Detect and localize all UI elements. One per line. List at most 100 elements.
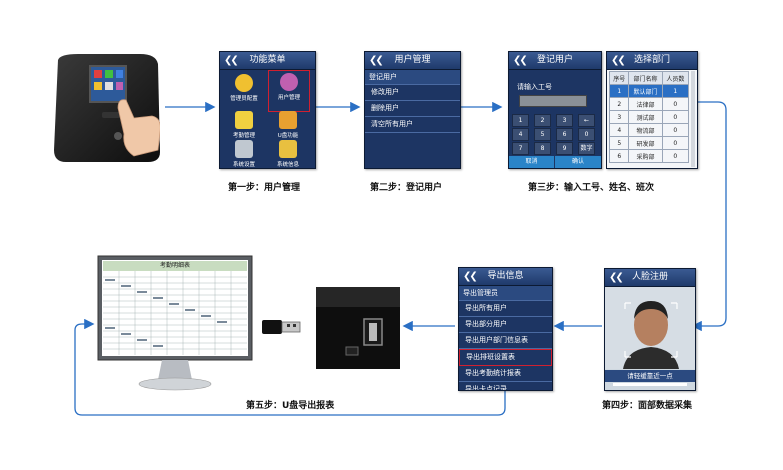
keypad-key[interactable]: 数字 <box>578 142 595 155</box>
table-cell: 0 <box>661 97 690 111</box>
step5-caption: 第五步：U盘导出报表 <box>246 401 335 411</box>
dept-header-no: 序号 <box>608 71 630 85</box>
arrow-dept-step4 <box>691 101 727 332</box>
keypad-key[interactable]: ← <box>578 114 595 127</box>
export-card-records-item[interactable]: 导出卡点记录 <box>459 382 552 390</box>
department-table-header: 序号 部门名称 人员数 <box>608 71 690 85</box>
department-scrollbar[interactable] <box>691 71 695 167</box>
keypad-key[interactable]: 7 <box>512 142 529 155</box>
table-cell: 默认部门 <box>628 84 663 98</box>
keypad-key[interactable]: 5 <box>534 128 551 141</box>
menu-icon-sysinfo[interactable]: 系统信息 <box>268 138 308 168</box>
menu-icon-attendance-label: 考勤管理 <box>232 133 255 139</box>
arrow-loop <box>74 318 506 416</box>
dept-header-count: 人员数 <box>661 71 690 85</box>
step2-caption: 第二步：登记用户 <box>370 183 443 193</box>
table-cell: 1 <box>661 84 690 98</box>
menu-icon-attendance[interactable]: 考勤管理 <box>224 109 264 149</box>
users-icon <box>280 73 298 91</box>
face-photo <box>605 287 695 369</box>
table-cell: 0 <box>661 123 690 137</box>
menu-icon-usb-label: U盘功能 <box>277 133 299 139</box>
table-cell: 研发部 <box>628 136 663 150</box>
export-titlebar: ❮❮ 导出信息 <box>459 268 552 286</box>
keypad-key[interactable]: 9 <box>556 142 573 155</box>
step4-caption: 第四步：面部数据采集 <box>602 401 693 411</box>
keypad-key[interactable]: 2 <box>534 114 551 127</box>
register-user-item[interactable]: 登记用户 <box>365 70 460 85</box>
export-admin-head[interactable]: 导出管理员 <box>459 286 552 301</box>
export-all-users-item[interactable]: 导出所有用户 <box>459 301 552 317</box>
menu-icon-settings-label: 系统设置 <box>232 162 255 168</box>
report-window: 考勤明细表 <box>103 261 247 355</box>
table-cell: 采购部 <box>628 149 663 163</box>
menu-icon-settings[interactable]: 系统设置 <box>224 138 264 168</box>
menu-icon-admin-label: 管理员配置 <box>230 96 258 102</box>
back-chevron-icon[interactable]: ❮❮ <box>463 271 478 282</box>
back-chevron-icon[interactable]: ❮❮ <box>369 55 384 66</box>
menu-icon-admin[interactable]: 管理员配置 <box>224 72 264 112</box>
back-chevron-icon[interactable]: ❮❮ <box>224 55 239 66</box>
keypad-key[interactable]: 4 <box>512 128 529 141</box>
table-cell: 1 <box>608 84 630 98</box>
department-title: 选择部门 <box>633 55 670 65</box>
back-chevron-icon[interactable]: ❮❮ <box>513 55 528 66</box>
clipboard-icon <box>235 111 253 129</box>
department-titlebar: ❮❮ 选择部门 <box>607 52 697 70</box>
modify-user-item[interactable]: 修改用户 <box>365 85 460 101</box>
employee-id-input[interactable] <box>519 95 587 107</box>
keypad-titlebar: ❮❮ 登记用户 <box>509 52 601 70</box>
export-info-screen: ❮❮ 导出信息 导出管理员 导出所有用户 导出部分用户 导出用户部门信息表 导出… <box>458 267 553 391</box>
clear-users-item[interactable]: 清空所有用户 <box>365 117 460 133</box>
admin-people-icon <box>235 74 253 92</box>
usb-disk-icon <box>279 111 297 129</box>
user-management-titlebar: ❮❮ 用户管理 <box>365 52 460 70</box>
usb-stick-icon <box>262 320 301 334</box>
table-cell: 2 <box>608 97 630 111</box>
export-some-users-item[interactable]: 导出部分用户 <box>459 317 552 333</box>
keypad-key[interactable]: 1 <box>512 114 529 127</box>
keypad-key[interactable]: 0 <box>578 128 595 141</box>
menu-icon-sysinfo-label: 系统信息 <box>276 162 299 168</box>
delete-user-item[interactable]: 删除用户 <box>365 101 460 117</box>
export-schedule-item[interactable]: 导出排班设置表 <box>459 349 552 366</box>
step1-caption: 第一步：用户管理 <box>228 183 301 193</box>
confirm-button[interactable]: 确认 <box>555 156 601 168</box>
export-dept-info-item[interactable]: 导出用户部门信息表 <box>459 333 552 349</box>
user-management-title: 用户管理 <box>394 55 431 65</box>
back-chevron-icon[interactable]: ❮❮ <box>609 272 624 283</box>
keypad-key[interactable]: 8 <box>534 142 551 155</box>
function-menu-titlebar: ❮❮ 功能菜单 <box>220 52 315 70</box>
keypad-title: 登记用户 <box>536 55 573 65</box>
keypad-key[interactable]: 3 <box>556 114 573 127</box>
table-cell: 物流部 <box>628 123 663 137</box>
keypad-key[interactable]: 6 <box>556 128 573 141</box>
monitor: 考勤明细表 <box>96 254 254 399</box>
menu-icon-users-label: 用户管理 <box>277 95 300 101</box>
device-illustration <box>54 54 161 162</box>
employee-id-prompt: 请输入工号 <box>517 83 552 91</box>
function-menu-title: 功能菜单 <box>249 55 286 65</box>
export-stats-report-item[interactable]: 导出考勤统计报表 <box>459 366 552 382</box>
cancel-button[interactable]: 取消 <box>509 156 554 168</box>
attendance-device <box>48 52 161 164</box>
dept-header-name: 部门名称 <box>628 71 663 85</box>
menu-icon-usb[interactable]: U盘功能 <box>268 109 308 149</box>
table-cell: 3 <box>608 110 630 124</box>
menu-icon-users[interactable]: 用户管理 <box>268 70 310 112</box>
face-register-screen: ❮❮ 人脸注册 请轻缓靠近一点 <box>604 268 696 391</box>
export-title: 导出信息 <box>487 271 524 281</box>
usb-port-photo <box>316 287 400 369</box>
face-hint: 请轻缓靠近一点 <box>605 370 695 382</box>
back-chevron-icon[interactable]: ❮❮ <box>611 55 626 66</box>
